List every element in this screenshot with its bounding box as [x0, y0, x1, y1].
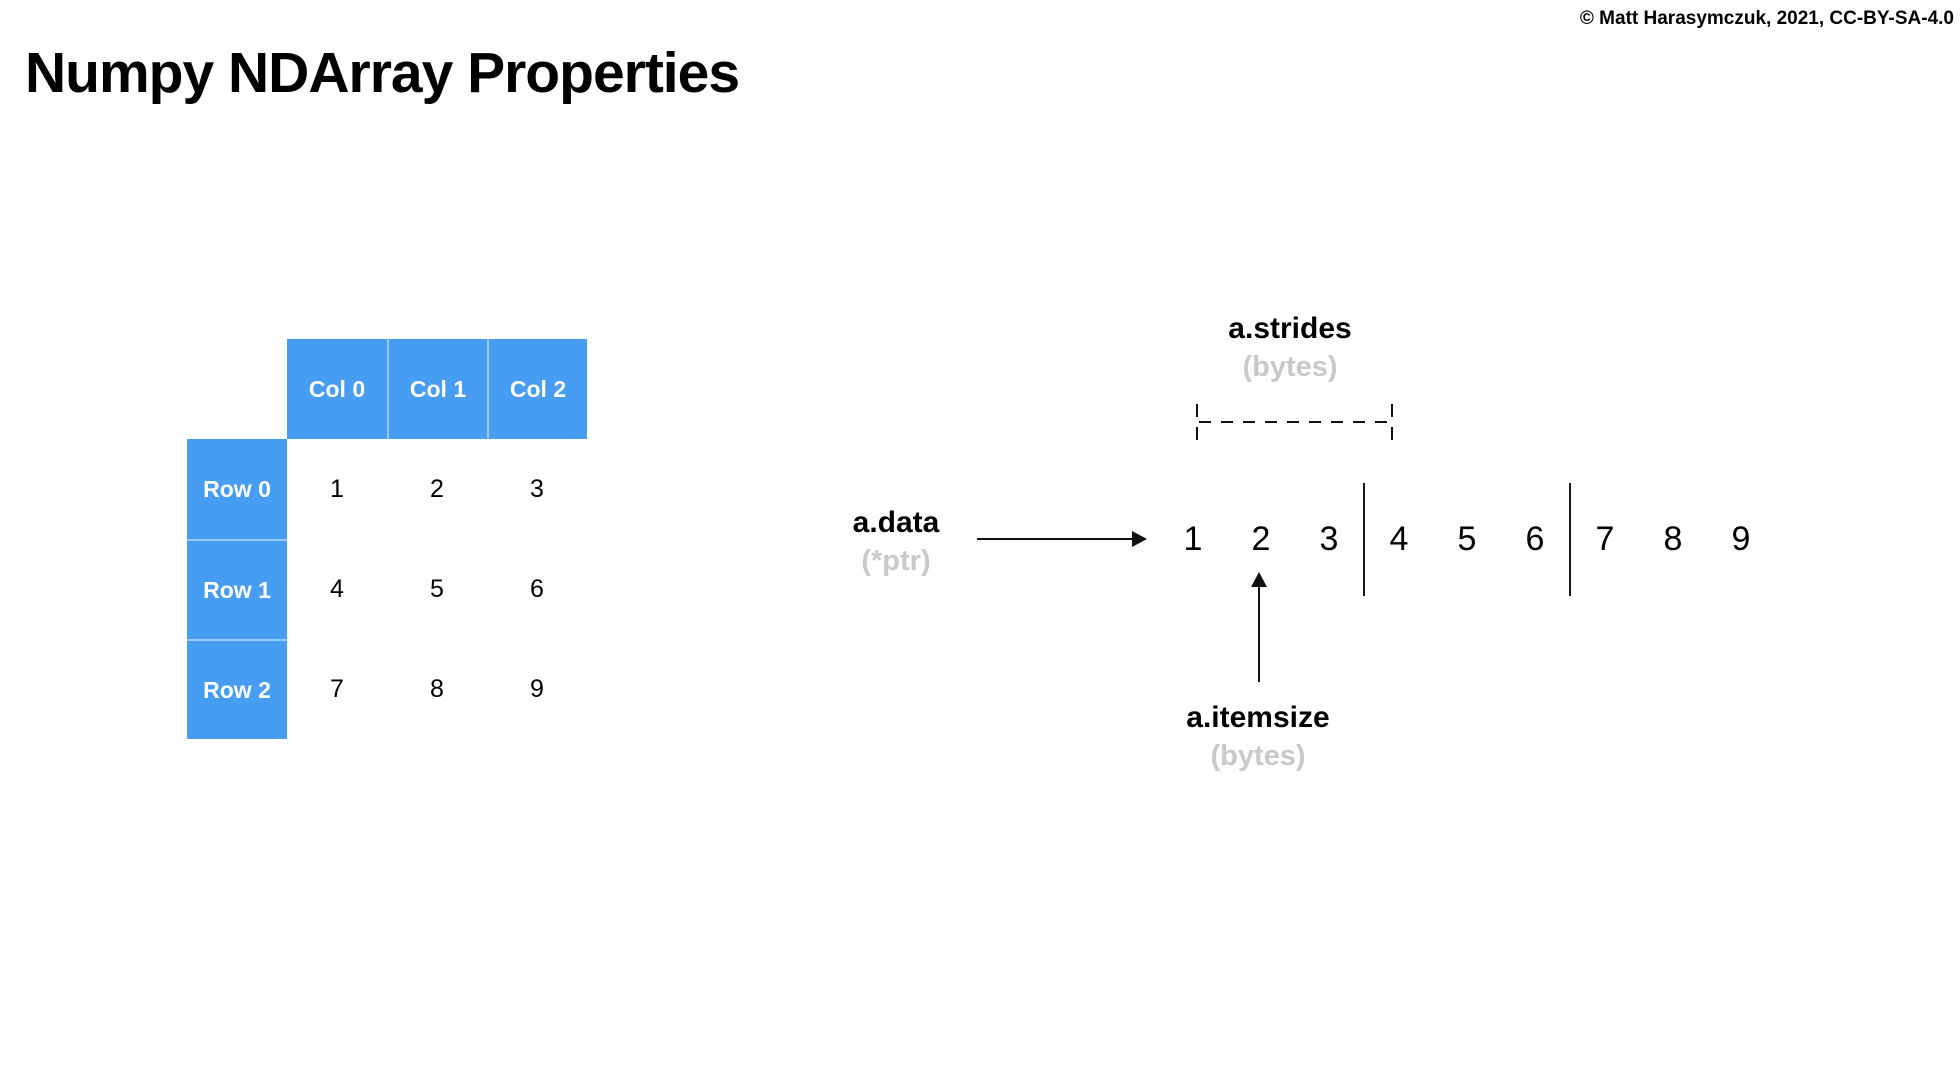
- memory-group: 4 5 6: [1363, 483, 1569, 596]
- memory-cell: 1: [1183, 520, 1203, 558]
- matrix-cell: 2: [387, 439, 487, 539]
- memory-cell: 7: [1595, 520, 1615, 558]
- a-itemsize-label-group: a.itemsize (bytes): [1148, 698, 1368, 775]
- strides-extent-bracket: [1196, 404, 1393, 441]
- matrix-cell: 7: [287, 639, 387, 739]
- matrix-cell: 6: [487, 539, 587, 639]
- matrix-table: Col 0 Col 1 Col 2 Row 0 1 2 3 Row 1 4 5 …: [187, 339, 587, 739]
- matrix-cell: 1: [287, 439, 387, 539]
- matrix-cell: 8: [387, 639, 487, 739]
- a-itemsize-sublabel: (bytes): [1210, 740, 1306, 772]
- a-data-arrow-head-icon: [1132, 531, 1147, 547]
- a-strides-label-group: a.strides (bytes): [1180, 309, 1400, 386]
- matrix-cell: 4: [287, 539, 387, 639]
- matrix-cell: 3: [487, 439, 587, 539]
- a-data-arrow-line: [977, 538, 1135, 540]
- memory-cell: 9: [1731, 520, 1751, 558]
- bracket-dashed-line: [1199, 421, 1390, 423]
- a-data-label: a.data: [852, 506, 940, 539]
- a-itemsize-arrow-head-icon: [1251, 572, 1267, 587]
- a-data-label-group: a.data (*ptr): [786, 503, 1006, 580]
- col-header-cell: Col 1: [387, 339, 487, 439]
- copyright-notice: © Matt Harasymczuk, 2021, CC-BY-SA-4.0: [1579, 8, 1954, 29]
- row-header-cell: Row 1: [187, 539, 287, 639]
- page-title: Numpy NDArray Properties: [25, 41, 740, 105]
- col-header-cell: Col 0: [287, 339, 387, 439]
- row-header-cell: Row 0: [187, 439, 287, 539]
- a-strides-sublabel: (bytes): [1242, 351, 1338, 383]
- memory-cell: 5: [1457, 520, 1477, 558]
- a-itemsize-arrow-line: [1258, 585, 1260, 682]
- a-strides-label: a.strides: [1228, 312, 1352, 345]
- corner-cell: [187, 339, 287, 439]
- matrix-cell: 9: [487, 639, 587, 739]
- memory-cell: 6: [1525, 520, 1545, 558]
- memory-cell: 4: [1389, 520, 1409, 558]
- row-header-cell: Row 2: [187, 639, 287, 739]
- memory-group: 1 2 3: [1159, 483, 1363, 596]
- matrix-cell: 5: [387, 539, 487, 639]
- memory-cell: 2: [1251, 520, 1271, 558]
- a-data-sublabel: (*ptr): [861, 545, 931, 577]
- memory-cell: 8: [1663, 520, 1683, 558]
- col-header-cell: Col 2: [487, 339, 587, 439]
- bracket-left-tick: [1196, 404, 1198, 441]
- bracket-right-tick: [1391, 404, 1393, 441]
- memory-group: 7 8 9: [1569, 483, 1775, 596]
- memory-cell: 3: [1319, 520, 1339, 558]
- a-itemsize-label: a.itemsize: [1186, 701, 1330, 734]
- memory-strip: 1 2 3 4 5 6 7 8 9: [1159, 483, 1775, 596]
